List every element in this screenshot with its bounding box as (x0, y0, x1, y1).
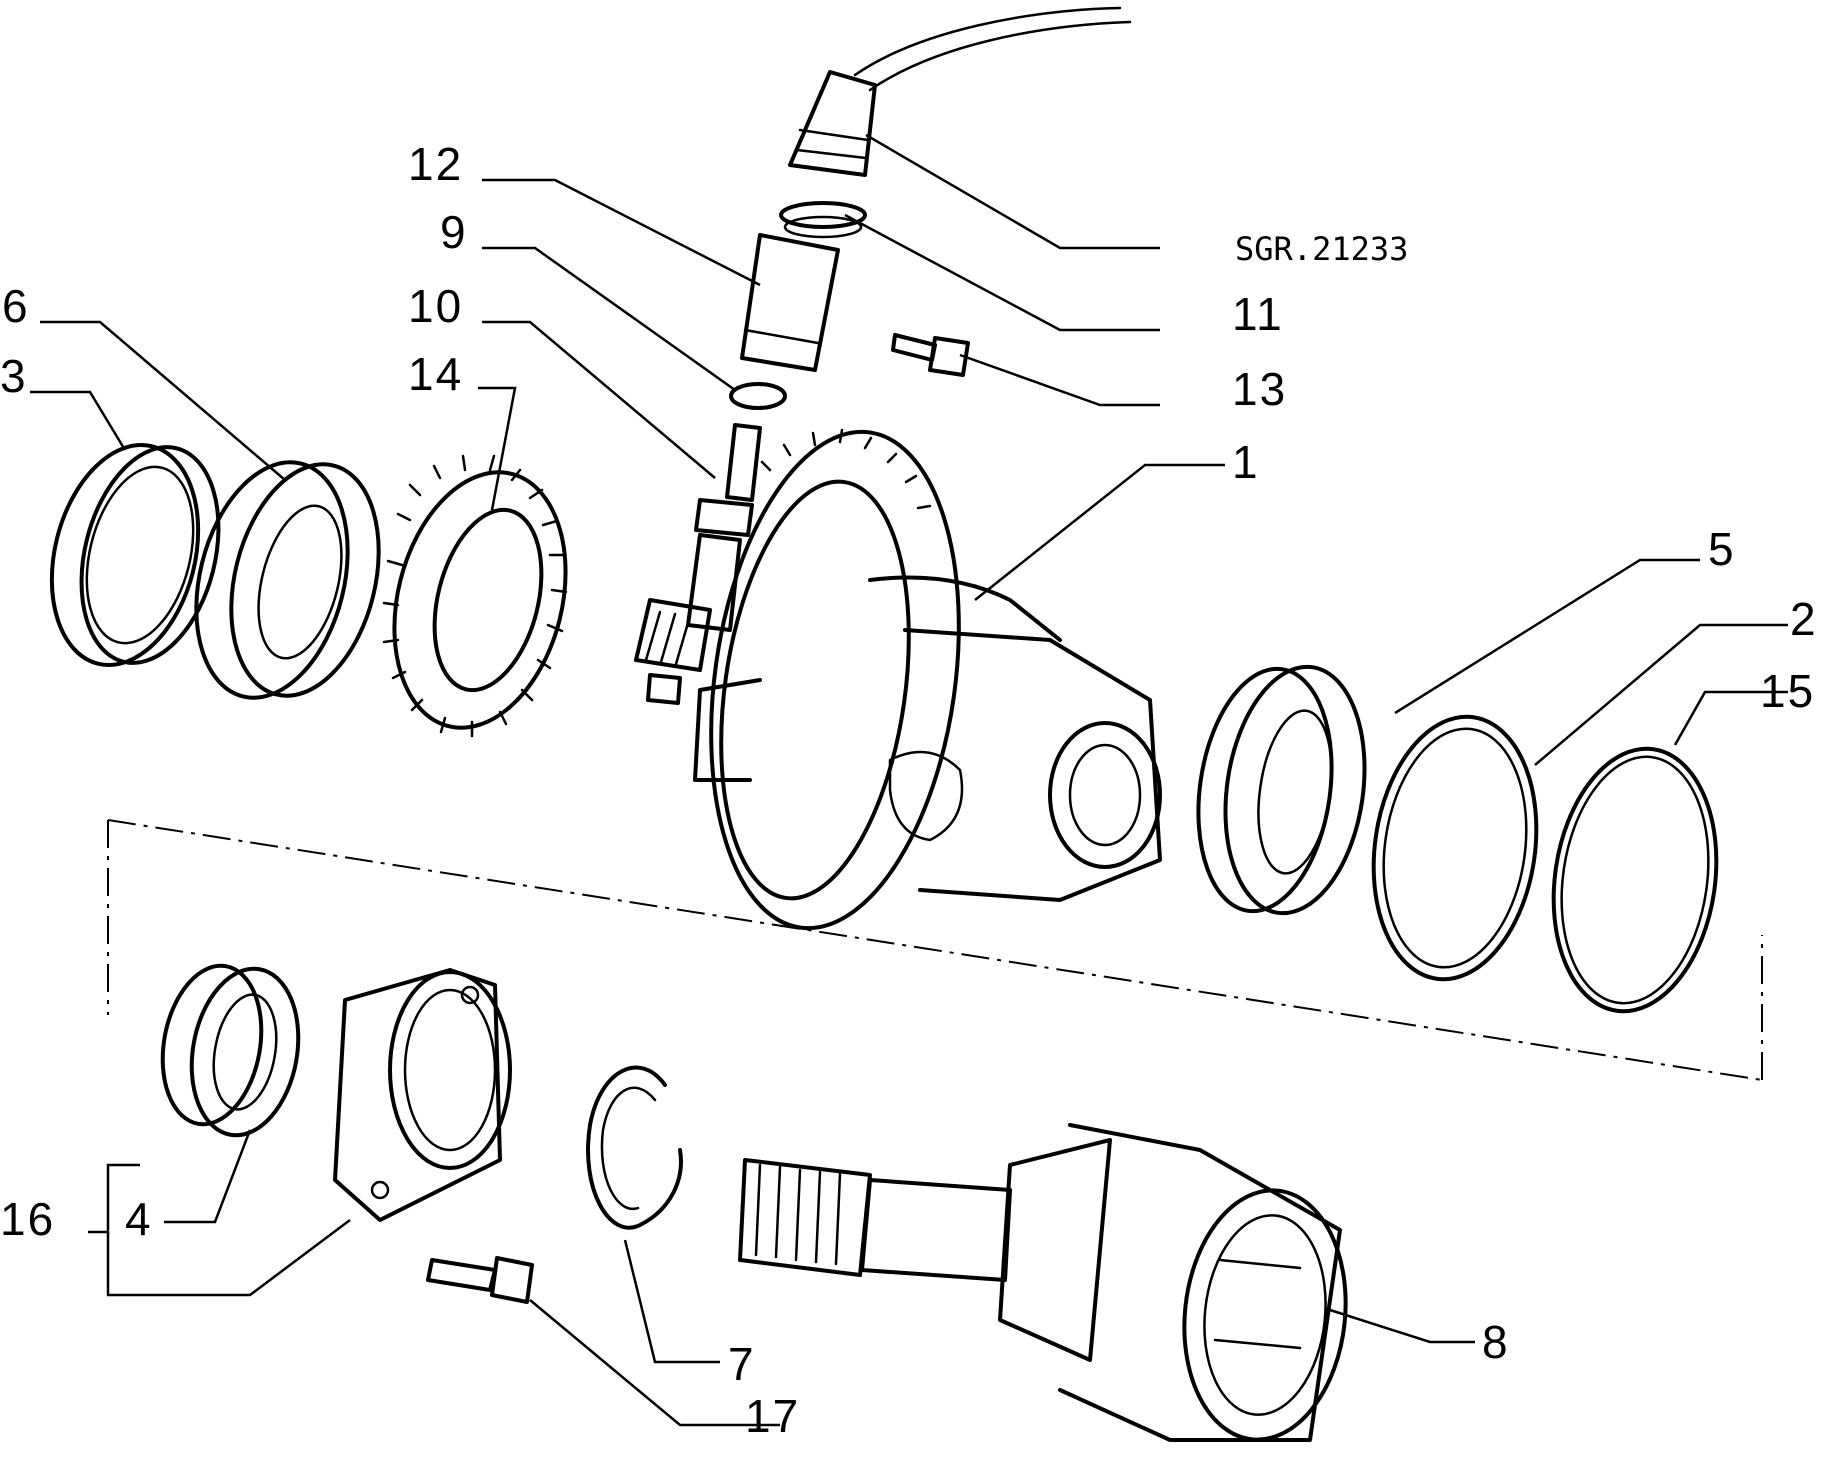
callout-7: 7 (728, 1338, 756, 1390)
differential-housing-part-1 (693, 428, 1162, 931)
cable-nut-part-11 (779, 201, 867, 239)
callout-6: 6 (2, 280, 30, 332)
callout-10: 10 (408, 280, 463, 332)
callout-5: 5 (1708, 523, 1736, 575)
callout-16: 16 (0, 1193, 55, 1245)
speedometer-cable (788, 6, 1132, 177)
callout-13: 13 (1232, 363, 1287, 415)
speedometer-drive-gear-part-14 (382, 454, 568, 738)
callout-17: 17 (745, 1390, 800, 1442)
callout-9: 9 (440, 206, 468, 258)
callout-15: 15 (1760, 665, 1815, 717)
callout-2: 2 (1790, 593, 1818, 645)
bolt-part-17 (426, 1256, 534, 1304)
drive-joint-part-8 (738, 1123, 1348, 1442)
circlip-part-7 (586, 1065, 683, 1230)
leader-lines (30, 133, 1788, 1427)
speedometer-pinion-shaft-part-10 (634, 423, 762, 705)
drawing-reference-code: SGR.21233 (1235, 230, 1408, 268)
flange-housing-part-16 (333, 968, 512, 1222)
oil-seal-part-4 (160, 963, 301, 1138)
group-outline (107, 819, 1763, 1081)
callout-12: 12 (408, 138, 463, 190)
callout-8: 8 (1482, 1316, 1510, 1368)
bolt-part-13 (891, 333, 970, 377)
bearing-part-6 (194, 460, 381, 700)
speedometer-sleeve-part-12 (740, 233, 840, 372)
shim-ring-part-2 (1371, 714, 1539, 982)
callout-11: 11 (1232, 288, 1284, 340)
callout-4: 4 (125, 1193, 153, 1245)
bearing-part-5 (1196, 664, 1367, 916)
oil-seal-part-3 (49, 443, 221, 667)
snap-ring-part-15 (1551, 746, 1719, 1014)
o-ring-part-9 (729, 382, 787, 410)
callout-3: 3 (0, 350, 28, 402)
callout-14: 14 (408, 348, 463, 400)
callout-labels: SGR.21233 12 9 10 14 6 3 11 13 1 5 2 15 … (0, 138, 1818, 1442)
callout-1: 1 (1232, 436, 1260, 488)
